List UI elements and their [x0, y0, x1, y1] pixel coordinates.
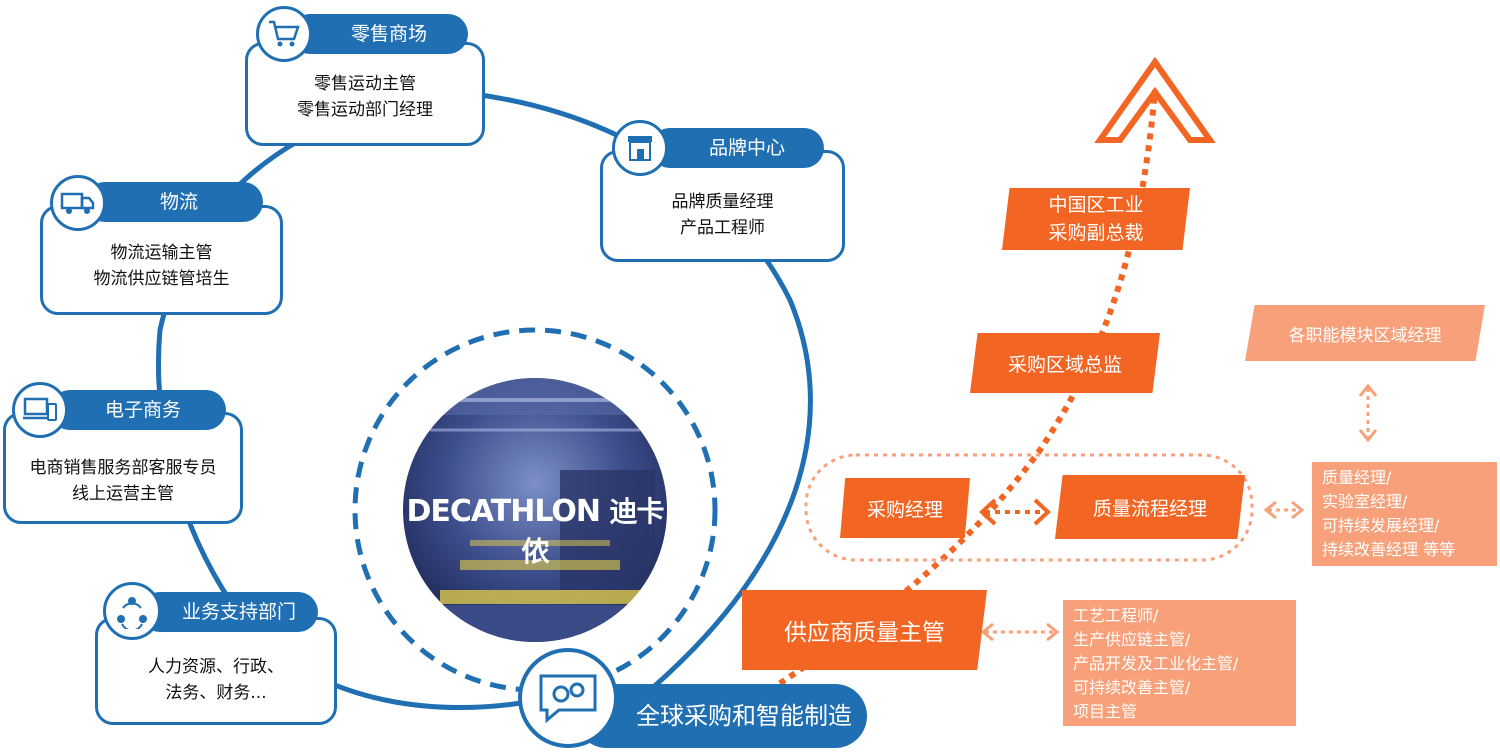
retail-title: 零售商场	[350, 23, 427, 45]
global-title: 全球采购和智能制造	[636, 702, 852, 730]
brand-line-2: 产品工程师	[680, 218, 765, 238]
ecommerce-title: 电子商务	[104, 399, 181, 421]
supplier-quality-supervisor-box: 供应商质量主管	[742, 590, 987, 670]
brand-name: DECATHLON	[406, 494, 602, 529]
retail-line-1: 零售运动主管	[314, 74, 416, 94]
support-title-pill: 业务支持部门	[140, 592, 318, 632]
team-icon	[103, 582, 161, 640]
supplier-quality-supervisor-label: 供应商质量主管	[784, 620, 945, 646]
quality-process-manager-label: 质量流程经理	[1092, 497, 1207, 520]
double-arrow-sqs-list	[980, 622, 1060, 642]
factory-photo	[403, 378, 667, 642]
director-box: 采购区域总监	[970, 333, 1160, 393]
store-icon	[612, 120, 668, 176]
purchasing-manager-label: 采购经理	[866, 498, 943, 521]
regional-manager-label: 各职能模块区域经理	[1288, 325, 1442, 346]
manager-role-3: 可持续发展经理/	[1322, 516, 1440, 535]
supervisor-role-5: 项目主管	[1073, 702, 1138, 721]
ecommerce-line-1: 电商销售服务部客服专员	[29, 458, 217, 478]
supervisor-role-4: 可持续改善主管/	[1073, 678, 1191, 697]
vp-box: 中国区工业 采购副总裁	[1002, 188, 1190, 250]
gear-chat-icon	[518, 648, 618, 748]
manager-role-1: 质量经理/	[1322, 468, 1392, 487]
photo-dashed-ring	[352, 327, 718, 693]
support-title: 业务支持部门	[181, 601, 296, 623]
manager-group-outline	[804, 453, 1254, 562]
regional-manager-box: 各职能模块区域经理	[1245, 305, 1485, 361]
connector-ring	[364, 86, 813, 692]
logistics-line-2: 物流供应链管培生	[93, 269, 230, 289]
support-line-2: 法务、财务...	[165, 683, 267, 703]
logistics-title: 物流	[159, 191, 198, 213]
double-arrow-pm-qpm	[979, 498, 1051, 526]
career-arrow-head	[1094, 56, 1216, 143]
manager-role-4: 持续改善经理 等等	[1322, 540, 1456, 559]
ecommerce-title-pill: 电子商务	[50, 390, 226, 430]
brand-line-1: 品牌质量经理	[671, 192, 774, 212]
purchasing-manager-box: 采购经理	[840, 478, 970, 538]
logistics-title-pill: 物流	[85, 182, 263, 222]
cart-icon	[256, 6, 312, 62]
retail-title-pill: 零售商场	[290, 14, 468, 54]
quality-process-manager-box: 质量流程经理	[1055, 475, 1245, 539]
director-label: 采购区域总监	[1007, 353, 1122, 376]
brand-logo: DECATHLON 迪卡侬	[405, 490, 665, 570]
vp-line-1: 中国区工业	[1048, 194, 1144, 216]
brand-title-pill: 品牌中心	[650, 128, 824, 168]
support-line-1: 人力资源、行政、	[148, 657, 284, 677]
vp-line-2: 采购副总裁	[1048, 222, 1144, 244]
manager-role-2: 实验室经理/	[1322, 492, 1408, 511]
supervisor-role-2: 生产供应链主管/	[1073, 630, 1191, 649]
truck-icon	[50, 175, 106, 231]
brand-name-cn: 迪卡侬	[521, 495, 664, 568]
devices-icon	[12, 382, 68, 438]
logistics-line-1: 物流运输主管	[110, 243, 213, 263]
supervisor-role-list: 工艺工程师/ 生产供应链主管/ 产品开发及工业化主管/ 可持续改善主管/ 项目主…	[1063, 600, 1296, 726]
brand-title: 品牌中心	[708, 137, 785, 159]
global-title-pill: 全球采购和智能制造	[575, 684, 867, 748]
ecommerce-line-2: 线上运营主管	[72, 484, 174, 504]
double-arrow-regional-list	[1358, 383, 1378, 443]
supervisor-role-3: 产品开发及工业化主管/	[1073, 654, 1239, 673]
double-arrow-qpm-list	[1263, 500, 1305, 520]
supervisor-role-1: 工艺工程师/	[1073, 606, 1159, 625]
manager-role-list: 质量经理/ 实验室经理/ 可持续发展经理/ 持续改善经理 等等	[1312, 462, 1497, 566]
retail-line-2: 零售运动部门经理	[297, 100, 433, 120]
